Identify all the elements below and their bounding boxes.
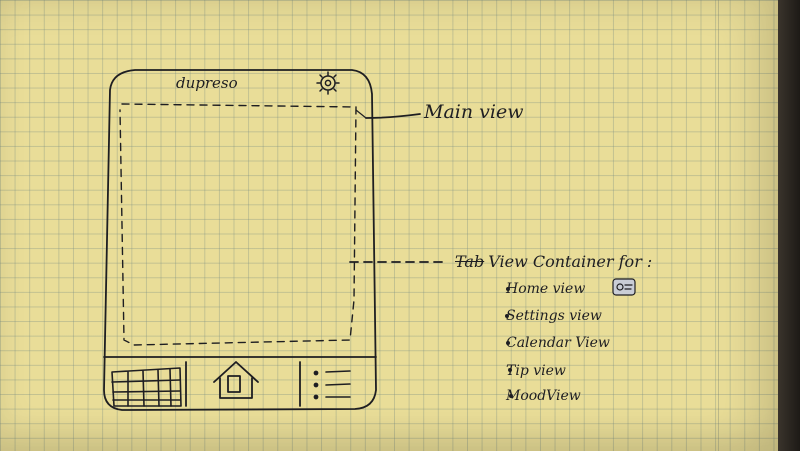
list-item: Tip view	[506, 363, 566, 379]
app-title: dupreso	[176, 74, 238, 92]
list-item: Home view	[506, 281, 586, 297]
paper-margin-line	[718, 0, 719, 451]
table-edge	[778, 0, 800, 451]
main-view-annotation: Main view	[424, 101, 524, 123]
sticker-icon	[612, 278, 636, 296]
list-bullets	[505, 287, 513, 398]
house-icon	[213, 361, 259, 399]
calendar-grid-icon	[111, 367, 182, 407]
list-menu-icon	[313, 370, 351, 400]
list-item: MoodView	[506, 388, 581, 404]
list-item: Settings view	[506, 308, 602, 324]
struck-word: Tab	[455, 252, 485, 271]
main-view-pointer	[365, 113, 421, 119]
list-item: Calendar View	[506, 335, 610, 351]
device-frame	[103, 69, 377, 411]
main-view-area	[119, 103, 357, 346]
main-view-tick	[355, 109, 367, 119]
view-container-label: View Container for :	[488, 252, 653, 271]
gear-icon	[316, 71, 340, 95]
